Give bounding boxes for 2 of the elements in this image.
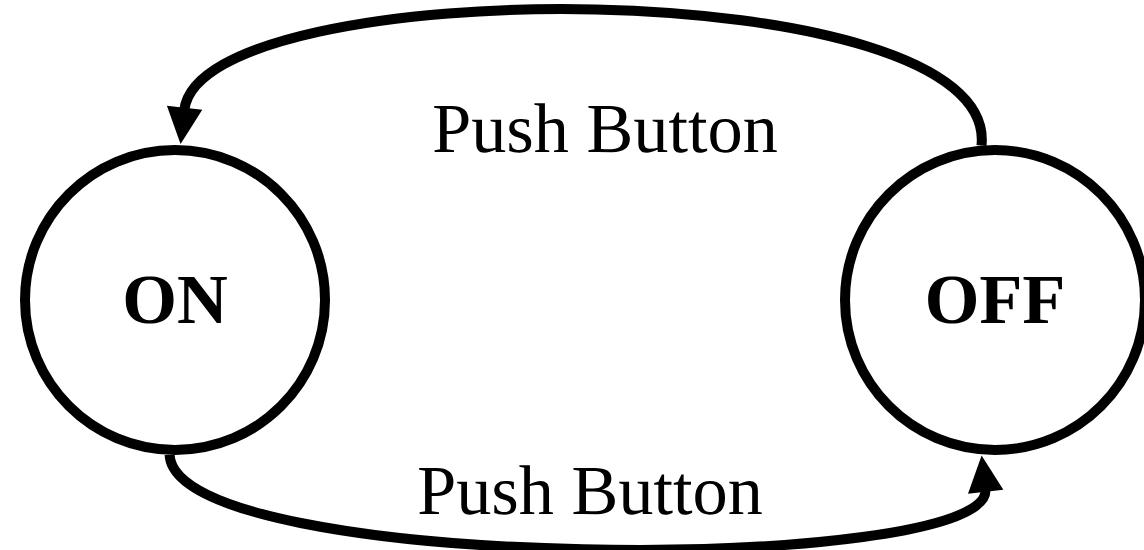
edge-label: Push Button — [415, 463, 765, 517]
edge-label: Push Button — [430, 101, 780, 155]
